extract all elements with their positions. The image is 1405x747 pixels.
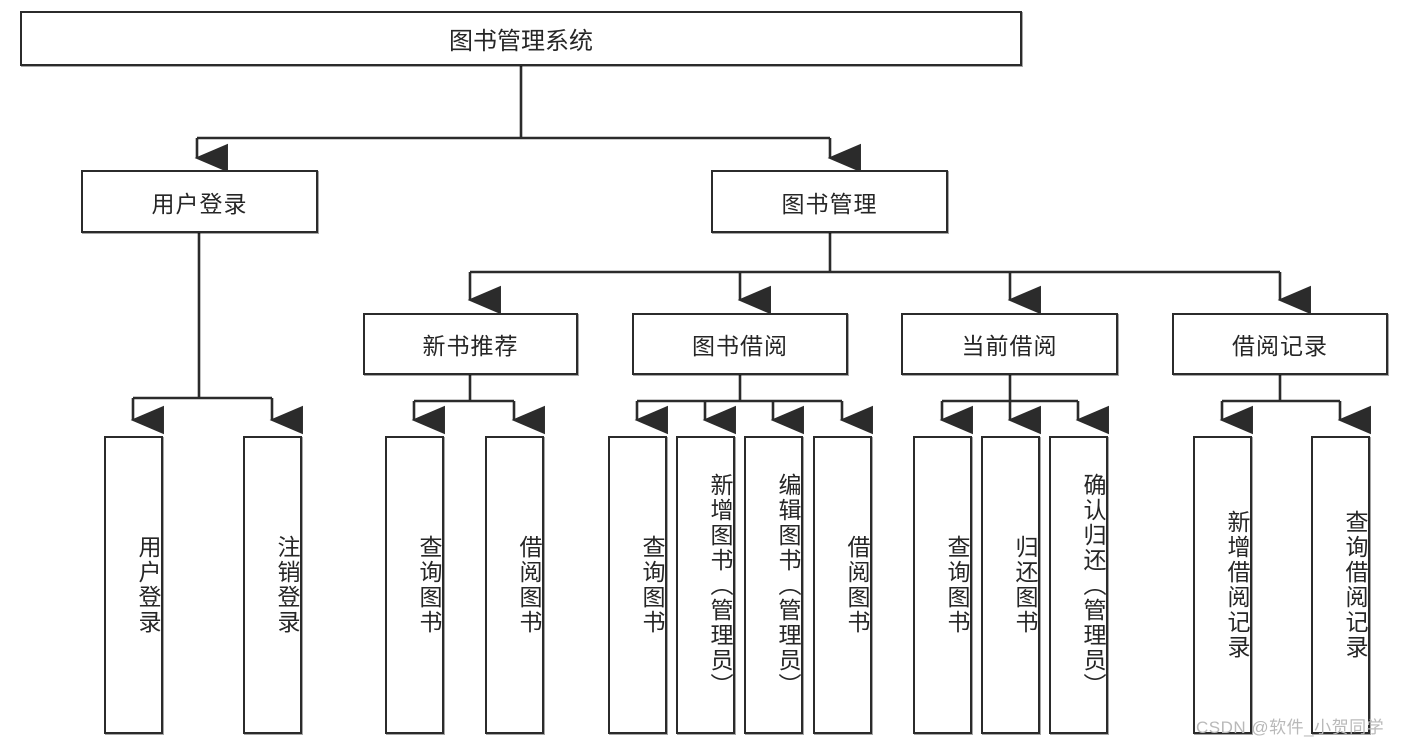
leaf-label: 新增借阅记录: [1224, 510, 1250, 660]
leaf-label: 借阅图书: [516, 535, 542, 635]
node-current-borrow[interactable]: 当前借阅: [901, 313, 1118, 375]
leaf-book-borrow-add-book-admin[interactable]: 新增图书（管理员）: [676, 436, 735, 734]
leaf-label: 借阅图书: [844, 535, 870, 635]
leaf-label: 归还图书: [1012, 535, 1038, 635]
leaf-label: 查询图书: [416, 535, 442, 635]
leaf-book-borrow-edit-book-admin[interactable]: 编辑图书（管理员）: [744, 436, 803, 734]
leaf-label: 查询图书: [639, 535, 665, 635]
leaf-user-login-logout[interactable]: 注销登录: [243, 436, 302, 734]
leaf-label: 用户登录: [135, 535, 161, 635]
leaf-label: 编辑图书（管理员）: [775, 472, 801, 698]
leaf-current-borrow-query-book[interactable]: 查询图书: [913, 436, 972, 734]
node-book-management[interactable]: 图书管理: [711, 170, 948, 233]
leaf-user-login-login[interactable]: 用户登录: [104, 436, 163, 734]
leaf-new-book-borrow-book[interactable]: 借阅图书: [485, 436, 544, 734]
node-user-login[interactable]: 用户登录: [81, 170, 318, 233]
leaf-book-borrow-query-book[interactable]: 查询图书: [608, 436, 667, 734]
leaf-new-book-query-book[interactable]: 查询图书: [385, 436, 444, 734]
node-new-book-recommend[interactable]: 新书推荐: [363, 313, 578, 375]
leaf-label: 查询图书: [944, 535, 970, 635]
leaf-current-borrow-confirm-return-admin[interactable]: 确认归还（管理员）: [1049, 436, 1108, 734]
node-borrow-records[interactable]: 借阅记录: [1172, 313, 1388, 375]
leaf-label: 查询借阅记录: [1342, 510, 1368, 660]
leaf-records-add-record[interactable]: 新增借阅记录: [1193, 436, 1252, 734]
leaf-current-borrow-return-book[interactable]: 归还图书: [981, 436, 1040, 734]
leaf-label: 确认归还（管理员）: [1080, 472, 1106, 698]
leaf-book-borrow-borrow-book[interactable]: 借阅图书: [813, 436, 872, 734]
watermark-text: CSDN @软件_小贺同学: [1196, 718, 1385, 737]
node-book-borrow[interactable]: 图书借阅: [632, 313, 848, 375]
node-root-system[interactable]: 图书管理系统: [20, 11, 1022, 66]
leaf-records-query-record[interactable]: 查询借阅记录: [1311, 436, 1370, 734]
leaf-label: 注销登录: [274, 535, 300, 635]
leaf-label: 新增图书（管理员）: [707, 472, 733, 698]
